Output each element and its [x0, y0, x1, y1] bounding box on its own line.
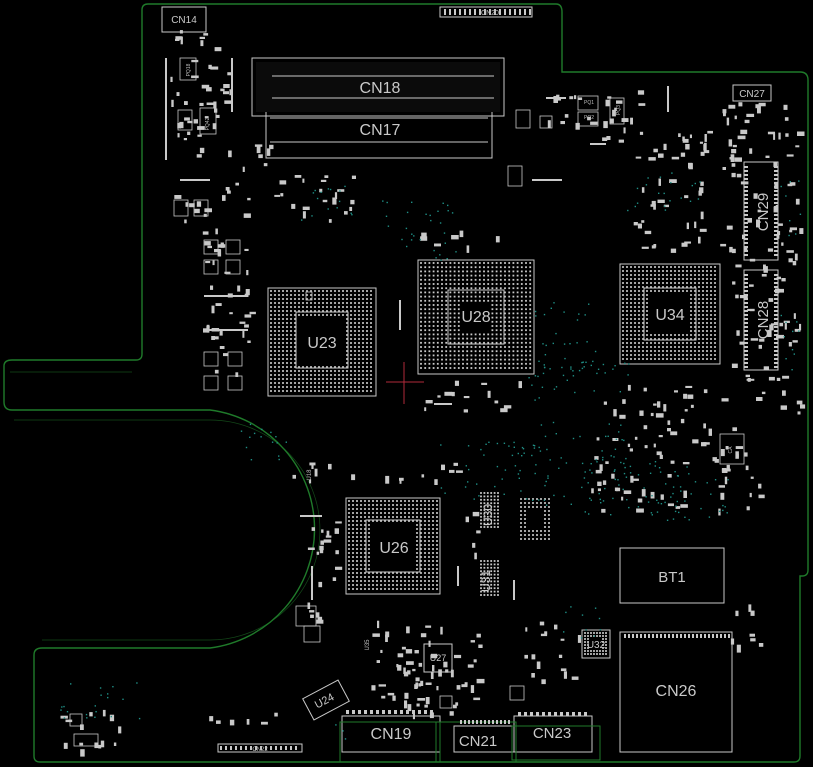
pq42-label: PQ42 — [205, 117, 211, 130]
pq1-label: PQ1 — [584, 100, 594, 106]
bt1-label: BT1 — [658, 569, 686, 586]
bga-pads-layer — [270, 262, 716, 655]
u26-pads — [348, 500, 438, 590]
u24-label: U24 — [313, 691, 336, 711]
u32-label: U32 — [587, 640, 606, 651]
cn23-outline — [513, 715, 593, 753]
cn18-label: CN18 — [360, 80, 401, 97]
u34-die — [643, 287, 697, 341]
connector-pins — [220, 9, 778, 750]
u32-pads — [584, 632, 607, 655]
cn18-outline — [251, 57, 505, 117]
cn21-label: CN21 — [459, 733, 497, 750]
board-outline — [3, 3, 809, 763]
via-dots — [60, 172, 802, 740]
cursor-marker — [386, 362, 424, 404]
cn14-label: CN14 — [171, 15, 197, 26]
cn19-green-frame — [339, 721, 441, 763]
cn17-label: CN17 — [360, 122, 401, 139]
pq18-label: PQ18 — [186, 63, 192, 76]
u30-label: U30 — [481, 504, 495, 526]
cn27-outline — [732, 84, 772, 102]
u34-pads — [622, 266, 716, 360]
cn20-label: CN20 — [481, 10, 499, 17]
u26-outline — [345, 497, 441, 595]
board-inner-outline — [10, 371, 321, 641]
u24-outline — [302, 679, 350, 721]
cn26-label: CN26 — [656, 683, 697, 700]
die-outlines — [295, 287, 697, 573]
u23-die — [295, 311, 349, 369]
cn27-label: CN27 — [739, 89, 765, 100]
u34-outline — [619, 263, 721, 365]
u31-label: U31 — [479, 570, 493, 592]
cn28-label: CN28 — [755, 301, 772, 339]
u23-outline — [267, 287, 377, 397]
u31-pads — [480, 560, 499, 596]
pq3-label: PQ3 — [616, 105, 622, 115]
u23-label: U23 — [307, 335, 336, 352]
u18-label: U18 — [307, 469, 313, 481]
u27-outline — [423, 643, 453, 673]
cn23-green-frame — [511, 725, 601, 761]
cn22-outline — [217, 743, 303, 753]
u34-label: U34 — [655, 307, 684, 324]
u27-label: U27 — [430, 653, 447, 663]
u28-label: U28 — [461, 309, 490, 326]
cn18-dark — [256, 62, 500, 112]
u23-pads — [270, 290, 372, 392]
u32-outline — [581, 629, 611, 659]
u28-pads — [420, 262, 532, 369]
u26-label: U26 — [379, 540, 408, 557]
cn29-label: CN29 — [755, 193, 772, 231]
u26-die — [365, 519, 421, 573]
small-components-layer — [60, 9, 806, 757]
u35-label: U35 — [365, 639, 371, 651]
parts-group — [69, 57, 745, 747]
cn23-label: CN23 — [533, 725, 571, 742]
u30-pads — [480, 492, 499, 528]
cn14-outline — [161, 6, 207, 33]
u28-die — [447, 289, 505, 345]
cn22-label: CN22 — [252, 747, 268, 753]
vias-layer — [60, 172, 802, 740]
u28-outline — [417, 259, 535, 375]
pq2-label: PQ2 — [584, 115, 594, 121]
ca-label: CA — [728, 446, 734, 454]
cn26-outline — [619, 631, 733, 753]
bt1-outline — [619, 547, 725, 604]
pads-group — [60, 30, 806, 757]
cn20-outline — [439, 6, 533, 18]
chip-array-pads — [520, 498, 550, 540]
cn19-label: CN19 — [371, 726, 412, 743]
